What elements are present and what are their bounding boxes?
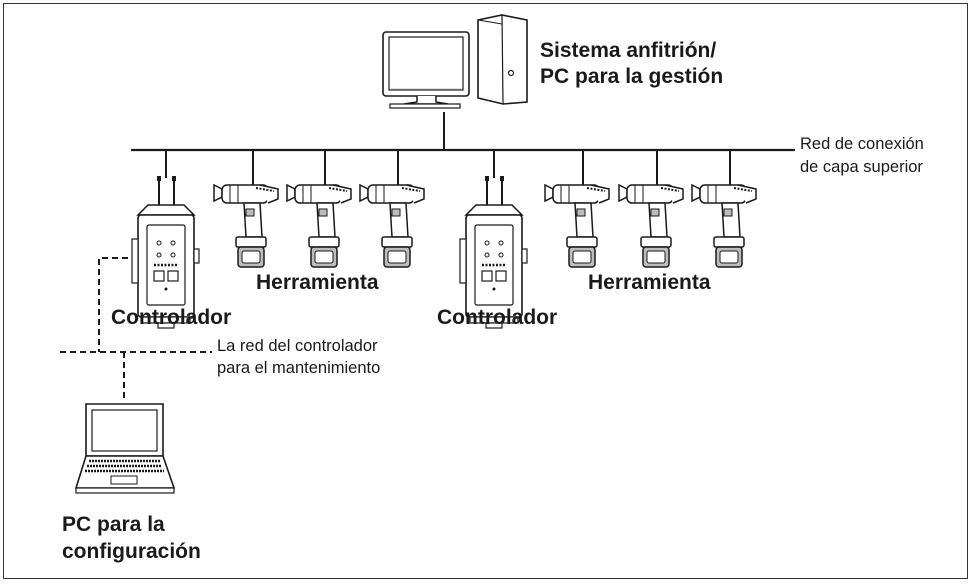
tool-device-3	[359, 184, 425, 268]
config-pc-label-line2: configuración	[62, 540, 201, 563]
host-pc-monitor	[382, 31, 470, 109]
tool-label-right: Herramienta	[588, 271, 711, 294]
upper-network-label-line1: Red de conexión	[800, 135, 924, 153]
host-pc-tower	[477, 14, 528, 105]
upper-network-label-line2: de capa superior	[800, 158, 923, 176]
tool-label-left: Herramienta	[256, 271, 379, 294]
tool-device-2	[286, 184, 352, 268]
maintenance-network-label-line1: La red del controlador	[217, 337, 378, 355]
diagram-frame	[3, 3, 968, 579]
controller-label-right: Controlador	[437, 306, 558, 329]
tool-device-1	[213, 184, 279, 268]
maintenance-network-label-line2: para el mantenimiento	[217, 359, 381, 377]
host-label-line2: PC para la gestión	[540, 65, 724, 88]
config-pc-label-line1: PC para la	[62, 513, 165, 536]
tool-device-6	[691, 184, 757, 268]
maintenance-network-lines	[60, 257, 212, 402]
host-label-line1: Sistema anfitrión/	[540, 39, 717, 62]
device-drop-lines	[165, 150, 731, 186]
controller-label-left: Controlador	[111, 306, 232, 329]
tool-device-5	[618, 184, 684, 268]
config-laptop	[74, 403, 176, 494]
tool-device-4	[544, 184, 610, 268]
